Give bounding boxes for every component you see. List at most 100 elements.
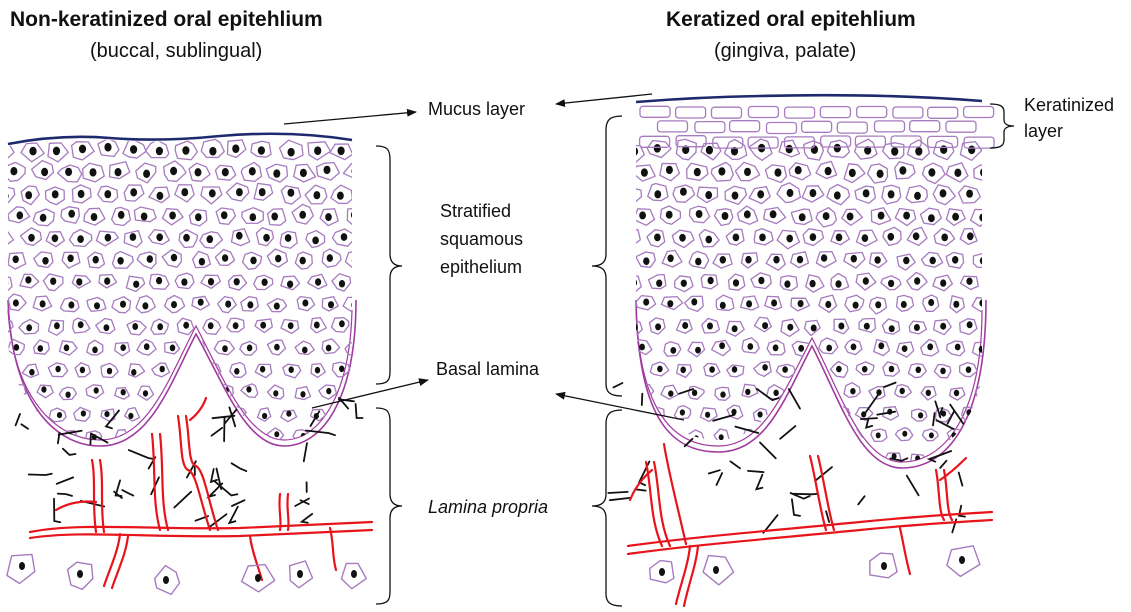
collagen-fiber [756, 475, 762, 490]
cell-nucleus [810, 189, 817, 197]
cell-nucleus [787, 324, 793, 331]
cell-nucleus [300, 169, 307, 177]
collagen-fiber [302, 514, 312, 523]
collagen-fiber [306, 431, 335, 436]
cell-nucleus [786, 235, 793, 243]
epithelial-cell [343, 162, 367, 179]
cell-nucleus [744, 210, 751, 218]
cell-nucleus [144, 343, 150, 350]
collagen-fiber [90, 434, 91, 444]
epithelial-cell [975, 387, 992, 402]
cell-nucleus [836, 366, 842, 373]
cell-nucleus [117, 257, 123, 265]
epithelial-cell [129, 364, 145, 377]
epithelial-cell [0, 365, 12, 378]
cell-nucleus [258, 146, 265, 155]
cell-nucleus [834, 191, 841, 199]
collagen-fiber [608, 492, 627, 493]
cell-nucleus [786, 145, 793, 154]
keratinized-layer-label-line2: layer [1024, 118, 1063, 144]
cell-nucleus [718, 167, 725, 175]
cell-nucleus [339, 320, 345, 327]
cell-nucleus [888, 190, 895, 198]
epithelial-cell [637, 428, 653, 440]
keratinized-cell [785, 107, 815, 118]
cell-nucleus [629, 457, 634, 463]
epithelial-cell [20, 408, 37, 422]
epithelial-cell [676, 453, 693, 464]
keratinized-cell [875, 121, 905, 132]
cell-nucleus [81, 410, 86, 416]
cell-nucleus [798, 345, 804, 352]
cell-nucleus [209, 189, 216, 197]
cell-nucleus [352, 257, 358, 265]
cell-nucleus [260, 322, 266, 329]
cell-nucleus [745, 256, 751, 264]
cell-nucleus [825, 390, 830, 396]
cell-nucleus [694, 435, 699, 441]
collagen-fiber [295, 499, 309, 507]
cell-nucleus [681, 280, 687, 287]
cell-nucleus [260, 366, 265, 373]
cell-nucleus [249, 435, 254, 441]
cell-nucleus [196, 347, 202, 354]
cell-nucleus [966, 409, 971, 415]
keratinized-cell [910, 121, 940, 132]
cell-nucleus [722, 212, 729, 220]
epithelial-cell [166, 430, 181, 443]
collagen-fiber [122, 490, 133, 496]
cell-nucleus [680, 188, 687, 196]
cell-nucleus [41, 168, 48, 176]
cell-nucleus [720, 391, 725, 397]
cell-nucleus [302, 299, 308, 306]
cell-nucleus [13, 255, 19, 263]
collagen-fiber [826, 511, 829, 522]
cell-nucleus [274, 344, 280, 351]
fibroblast-nucleus [881, 562, 887, 570]
keratinized-cell [893, 107, 923, 118]
cell-nucleus [827, 430, 832, 436]
cell-nucleus [169, 212, 176, 220]
cell-nucleus [862, 366, 868, 373]
cell-nucleus [28, 234, 35, 242]
cell-nucleus [654, 190, 661, 198]
keratinized-cell [964, 107, 994, 118]
left-connective-cells [7, 554, 366, 594]
cell-nucleus [120, 301, 126, 308]
cell-nucleus [302, 347, 308, 354]
cell-nucleus [952, 213, 959, 221]
cell-nucleus [121, 389, 126, 395]
cell-nucleus [142, 302, 148, 309]
cell-nucleus [707, 323, 713, 330]
cell-nucleus [706, 456, 711, 462]
cell-nucleus [878, 342, 884, 349]
stratified-label-line2: squamous [440, 226, 523, 252]
cell-nucleus [666, 211, 673, 219]
cell-nucleus [13, 299, 19, 306]
cell-nucleus [643, 257, 649, 265]
collagen-fiber [635, 489, 646, 490]
cell-nucleus [143, 170, 150, 178]
cell-nucleus [54, 322, 60, 329]
epithelial-cell [807, 407, 822, 422]
keratinized-cell [855, 136, 885, 147]
cell-nucleus [250, 213, 257, 221]
cell-nucleus [339, 280, 345, 287]
epithelial-cell [778, 408, 794, 421]
cell-nucleus [784, 455, 789, 461]
cell-nucleus [286, 411, 291, 417]
cell-nucleus [632, 324, 638, 331]
keratinized-cell [767, 123, 797, 134]
cell-nucleus [799, 213, 806, 221]
cell-nucleus [657, 366, 663, 373]
lamina-propria-label: Lamina propria [428, 494, 548, 520]
cell-nucleus [328, 301, 334, 308]
cell-nucleus [719, 342, 725, 349]
cell-nucleus [940, 323, 946, 330]
epithelial-cell [35, 430, 50, 443]
cell-nucleus [782, 366, 788, 373]
cell-nucleus [78, 190, 85, 198]
cell-nucleus [157, 192, 164, 200]
collagen-fiber [780, 426, 795, 439]
collagen-fiber [356, 404, 363, 418]
